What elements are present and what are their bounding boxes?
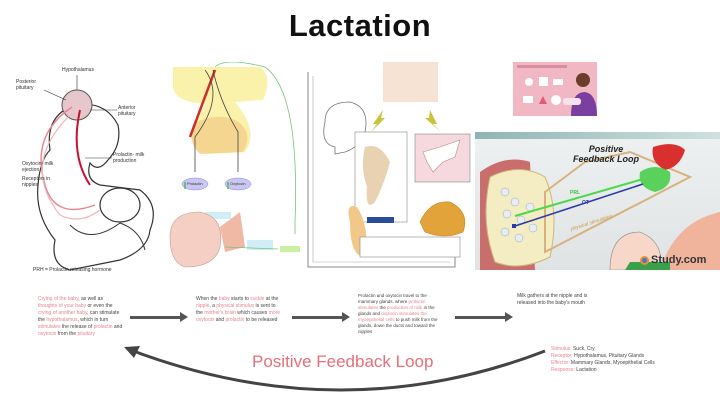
step-text-fragment: and	[214, 317, 226, 323]
infographic-illustration	[517, 65, 597, 116]
loop-arrowhead-icon	[124, 346, 140, 358]
step-2-text: When the baby starts to suckle at the ni…	[196, 296, 281, 324]
flowchart-illustration	[307, 62, 471, 268]
page-title: Lactation	[288, 8, 432, 43]
arrow-step-3-to-4	[455, 312, 513, 322]
highlighted-term: prolactin	[225, 317, 245, 323]
legend-row: Effector: Mammary Glands, Myoepithelial …	[551, 360, 655, 367]
legend-row: Response: Lactation	[551, 367, 655, 374]
step-text-fragment: , as well as	[78, 296, 103, 302]
highlighted-term: hypothalamus	[46, 317, 78, 323]
loop-label: Positive Feedback Loop	[252, 352, 434, 371]
step-text-fragment: and	[112, 324, 123, 330]
study-logo-text: Study.com	[651, 254, 707, 266]
label-oxytocin: Oxytocin- milk ejection	[22, 161, 54, 173]
feedback-flowchart	[305, 62, 475, 272]
prl-label: PRL	[570, 190, 580, 196]
highlighted-term: more oxytocin	[196, 310, 281, 323]
step-text-fragment: to be released	[244, 317, 278, 323]
label-oxytocin-node: Oxytocin	[230, 181, 246, 186]
arrow-step-2-to-3	[292, 312, 350, 322]
step-1-text: Crying of the baby, as well as thoughts …	[38, 296, 123, 338]
highlighted-term: nipple	[196, 303, 210, 309]
label-hypothalamus: Hypothalamus	[62, 67, 94, 73]
legend-key: Effector:	[551, 360, 570, 366]
step-text-fragment: from the	[56, 331, 78, 337]
step-text-fragment: When the	[196, 296, 219, 302]
slide-title-line2: Feedback Loop	[573, 154, 640, 164]
highlighted-term: Crying of the baby	[38, 296, 79, 302]
label-prolactin: Prolactin- milk production	[113, 152, 145, 164]
legend-value: Lactation	[574, 367, 597, 373]
label-anterior-pituitary: Anterior pituitary	[118, 105, 136, 117]
highlighted-term: mother's brain	[204, 310, 236, 316]
highlighted-term: prolactin stimulates	[358, 299, 426, 310]
legend-value: Hypothalamus, Pituitary Glands	[572, 353, 645, 359]
highlighted-term: pituitary	[77, 331, 95, 337]
label-posterior-pituitary: Posterior pituitary	[16, 79, 37, 91]
highlighted-term: physical stimulus	[216, 303, 255, 309]
arrow-step-1-to-2	[130, 312, 188, 322]
slide-title-line1: Positive	[588, 144, 624, 154]
step-text-fragment: , can stimulate the	[38, 310, 120, 323]
step-text-fragment: the release of	[60, 324, 94, 330]
step-text-fragment: is sent to the	[196, 303, 276, 316]
study-logo-icon	[640, 255, 649, 265]
highlighted-term: crying of another baby	[38, 310, 88, 316]
highlighted-term: thoughts of your baby	[38, 303, 87, 309]
step-4-text: Milk gathers at the nipple and is releas…	[517, 293, 599, 307]
mother-baby-illustration	[37, 75, 154, 271]
ot-label: OT	[582, 200, 589, 206]
highlighted-term: baby	[218, 296, 230, 302]
slide-illustration	[480, 144, 720, 270]
study-com-logo: Study.com	[640, 254, 706, 266]
hormone-pathway-diagram: Prolactin Oxytocin	[165, 61, 305, 272]
pathway-illustration	[169, 61, 300, 268]
reflex-diagram: Hypothalamus Posterior pituitary Anterio…	[0, 55, 175, 280]
label-receptors: Receptors in nipples	[22, 176, 51, 188]
step-text-fragment: or even the	[86, 303, 113, 309]
step-text-fragment: in the glands and	[358, 305, 435, 316]
step-text-fragment: at the	[264, 296, 279, 302]
infographic-card	[513, 62, 597, 116]
legend-row: Stimulus: Suck, Cry	[551, 346, 655, 353]
step-text-fragment: to push milk from the glands, down the d…	[358, 317, 438, 334]
highlighted-term: oxytocin	[38, 331, 57, 337]
highlighted-term: production of milk	[387, 305, 423, 310]
legend-key: Response:	[551, 367, 575, 373]
step-text-fragment: , a	[209, 303, 217, 309]
slide-title: Positive Feedback Loop	[573, 144, 639, 164]
highlighted-term: oxytocin stimulates the myoepithelial ce…	[358, 311, 427, 322]
caption: PRH = Prolactin releasing hormone	[33, 267, 112, 273]
legend-row: Receptor: Hypothalamus, Pituitary Glands	[551, 353, 655, 360]
legend-value: Suck, Cry	[571, 346, 595, 352]
legend-key: Stimulus:	[551, 346, 572, 352]
highlighted-term: suckle	[250, 296, 265, 302]
study-slide: Positive Feedback Loop PRL OT physical s…	[475, 132, 720, 270]
legend-value: Mammary Glands, Myoepithelial Cells	[569, 360, 655, 366]
step-text-fragment: , which in turn	[77, 317, 109, 323]
slide-header	[475, 132, 720, 139]
label-prolactin-node: Prolactin	[187, 181, 203, 186]
highlighted-term: prolactin	[93, 324, 113, 330]
step-text-fragment: starts to	[229, 296, 251, 302]
step-text-fragment: Prolactin and oxytocin travel to the mam…	[358, 293, 427, 304]
step-text-fragment: Milk gathers at the nipple and is releas…	[517, 293, 588, 306]
step-text-fragment: the	[378, 305, 388, 310]
legend-key: Receptor:	[551, 353, 573, 359]
step-3-text: Prolactin and oxytocin travel to the mam…	[358, 293, 438, 335]
highlighted-term: stimulates	[38, 324, 61, 330]
step-text-fragment: which causes	[235, 310, 269, 316]
